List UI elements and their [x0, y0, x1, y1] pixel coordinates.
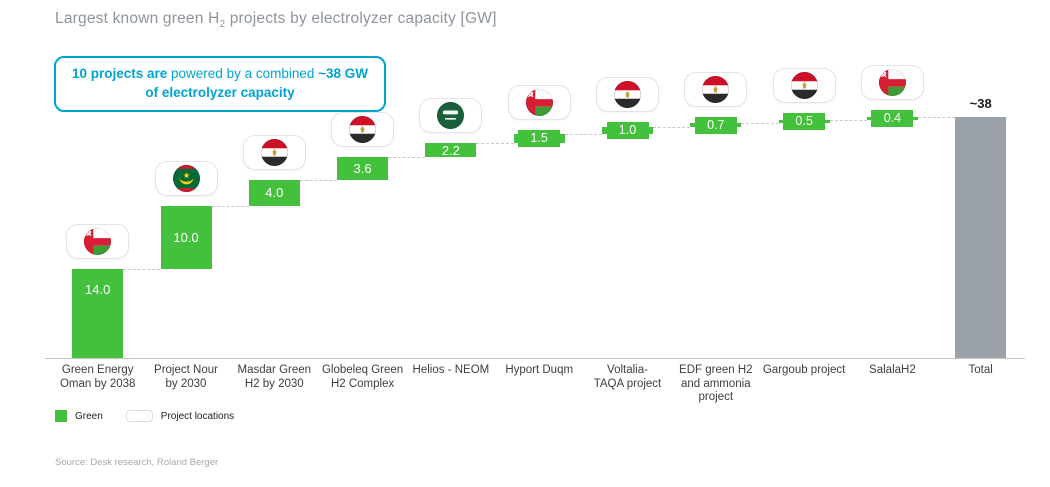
key-message-callout: 10 projects are powered by a combined ~3… — [54, 56, 386, 112]
flag-egypt-icon — [790, 71, 818, 99]
project-location-chip — [507, 85, 571, 121]
source-note: Source: Desk research, Roland Berger — [55, 457, 219, 468]
connector-line — [741, 123, 779, 125]
bar-value-label: 2.2 — [441, 142, 460, 158]
x-axis-label-line: Voltalia- — [607, 364, 648, 376]
project-location-chip — [242, 135, 306, 171]
legend-green-label: Green — [75, 410, 103, 422]
legend: Green Project locations — [55, 410, 234, 422]
connector-line — [211, 205, 249, 207]
callout-middle: powered by a combined — [167, 66, 319, 81]
x-axis-label: Hyport Duqm — [492, 364, 586, 378]
x-axis-label-line: TAQA project — [593, 377, 662, 390]
x-axis-label: Gargoub project — [757, 364, 851, 378]
flag-oman-icon — [525, 89, 553, 117]
x-axis-label-line: Total — [968, 364, 993, 376]
x-axis-label-line: H2 Complex — [330, 377, 395, 390]
total-bar — [955, 116, 1007, 358]
connector-line — [917, 117, 956, 119]
page-title: Largest known green H2 projects by elect… — [55, 10, 497, 30]
title-subscript: 2 — [219, 19, 226, 31]
waterfall-bar-segment — [248, 180, 300, 206]
x-axis-label-line: H2 by 2030 — [244, 377, 304, 390]
flag-oman-icon — [878, 69, 906, 97]
x-axis-label: SalalaH2 — [845, 364, 939, 378]
title-text-post: projects by electrolyzer capacity [GW] — [225, 10, 497, 27]
bar-value-label: 4.0 — [265, 185, 284, 201]
flag-egypt-icon — [614, 81, 641, 109]
project-location-chip — [154, 160, 218, 196]
x-axis-label-line: by 2030 — [165, 377, 207, 390]
connector-line — [388, 157, 426, 159]
x-axis-label-line: and ammonia — [680, 377, 751, 390]
project-location-chip — [596, 77, 659, 113]
waterfall-bar-segment — [425, 143, 477, 158]
x-axis-label-line: SalalaH2 — [869, 364, 916, 376]
x-axis-label: Voltalia-TAQA project — [581, 364, 675, 391]
project-location-chip — [860, 65, 924, 101]
project-location-chip — [684, 71, 748, 107]
flag-oman-icon — [84, 228, 112, 256]
flag-mauritania-icon — [172, 164, 200, 192]
bar-value-label: 0.4 — [871, 110, 914, 128]
x-axis-label-line: Helios - NEOM — [412, 364, 490, 376]
x-axis-label-line: project — [698, 391, 734, 403]
waterfall-bar-segment — [160, 205, 212, 270]
waterfall-bar-segment — [72, 269, 124, 358]
connector-line — [476, 143, 514, 145]
x-axis-label: Total — [934, 364, 1028, 378]
project-location-chip — [331, 112, 395, 148]
connector-line — [564, 133, 602, 135]
title-text-pre: Largest known green H — [55, 10, 220, 27]
bar-value-label: 3.6 — [353, 161, 372, 177]
x-axis-label: Helios - NEOM — [404, 364, 498, 378]
flag-egypt-icon — [702, 75, 730, 103]
x-axis-label-line: Gargoub project — [762, 364, 846, 376]
project-location-chip — [772, 67, 836, 103]
x-axis-label-line: Globeleq Green — [321, 364, 404, 376]
connector-line — [653, 127, 691, 129]
legend-project-locations-swatch — [125, 410, 153, 422]
bar-value-label: 0.7 — [694, 116, 737, 134]
bar-value-label: 10.0 — [173, 229, 199, 245]
project-location-chip — [66, 224, 130, 260]
bar-value-label: 1.0 — [606, 122, 649, 140]
bar-value-label: 0.5 — [783, 112, 826, 130]
flag-saudi-arabia-icon — [437, 102, 465, 130]
project-location-chip — [419, 98, 483, 134]
flag-egypt-icon — [349, 116, 377, 144]
x-axis-label-line: Oman by 2038 — [59, 377, 136, 390]
callout-bold-lead: 10 projects are — [71, 66, 168, 81]
x-axis-label-line: Project Nour — [154, 364, 218, 376]
connector-line — [299, 180, 338, 182]
x-axis-label-line: EDF green H2 — [679, 364, 753, 376]
x-axis-label-line: Masdar Green — [237, 364, 312, 376]
callout-bold-tail: ~38 GW of electrolyzer capacity — [145, 66, 369, 100]
legend-project-locations-label: Project locations — [160, 410, 235, 422]
legend-green-swatch — [55, 410, 67, 422]
flag-egypt-icon — [260, 139, 288, 167]
x-axis-label-line: Green Energy — [61, 364, 134, 376]
x-axis-label-line: Hyport Duqm — [505, 364, 574, 376]
connector-line — [123, 269, 161, 271]
x-axis-line — [45, 358, 1025, 359]
waterfall-bar-segment — [337, 157, 389, 181]
bar-value-label: 1.5 — [518, 130, 561, 148]
connector-line — [829, 119, 867, 121]
bar-value-label: 14.0 — [85, 282, 111, 298]
total-value-label: ~38 — [969, 95, 992, 111]
